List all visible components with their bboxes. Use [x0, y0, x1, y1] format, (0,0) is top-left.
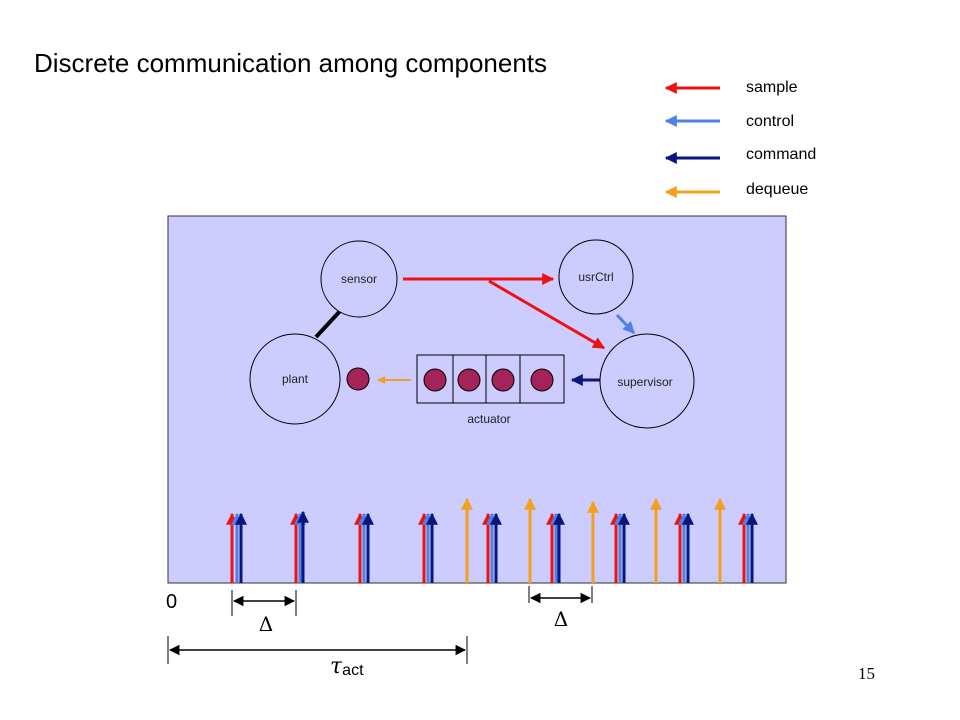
legend-command-label: command — [746, 146, 817, 163]
legend-dequeue-label: dequeue — [746, 181, 809, 198]
legend-sample-label: sample — [746, 79, 798, 96]
tau-act-label: τact — [330, 654, 364, 679]
sensor-node — [320, 240, 398, 318]
delta-interval-2 — [528, 586, 593, 604]
supervisor-node — [599, 333, 695, 429]
delta-label-1: Δ — [259, 612, 273, 636]
delta-label-2: Δ — [554, 607, 568, 631]
queue-token — [530, 368, 554, 392]
legend-control-label: control — [746, 113, 795, 130]
plant-sensor-link — [314, 308, 343, 339]
supervisor-label: supervisor — [617, 375, 672, 389]
queue-token — [457, 368, 481, 392]
origin-label: 0 — [166, 591, 177, 613]
usrctrl-label: usrCtrl — [578, 270, 613, 284]
usrctrl-node — [558, 239, 634, 315]
queue-token — [423, 368, 447, 392]
actuator-queue — [416, 354, 565, 404]
timeline-events — [226, 497, 758, 583]
control-arrow-usrctrl-supervisor — [615, 313, 636, 335]
page-number: 15 — [858, 664, 875, 683]
actuator-label: actuator — [467, 412, 510, 426]
sensor-label: sensor — [341, 272, 377, 286]
delta-interval-1 — [231, 590, 297, 616]
plant-node — [249, 333, 341, 425]
sample-arrow-sensor-supervisor — [488, 279, 606, 350]
tau-symbol: τ — [330, 654, 343, 679]
tau-subscript: act — [342, 662, 364, 679]
tau-act-interval — [167, 636, 468, 664]
queue-token — [491, 368, 515, 392]
plant-token — [346, 367, 370, 391]
slide-title: Discrete communication among components — [34, 48, 548, 78]
plant-label: plant — [282, 372, 309, 386]
legend — [664, 82, 720, 198]
